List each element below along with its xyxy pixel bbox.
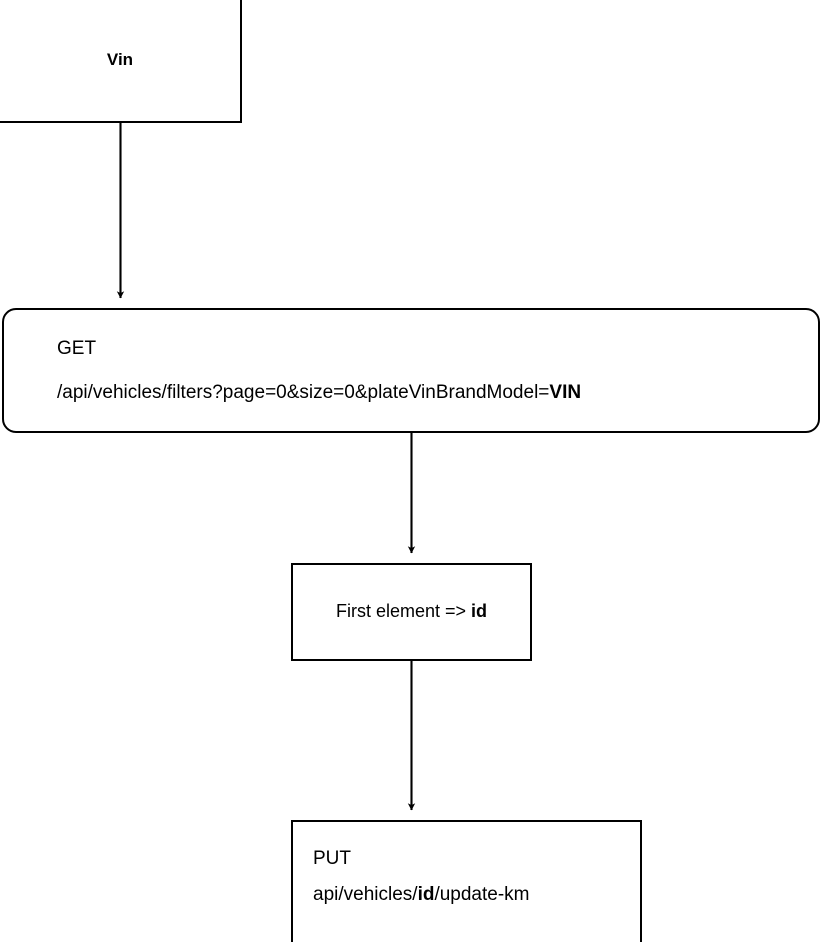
put-path-label: api/vehicles/id/update-km: [313, 884, 640, 906]
put-path-suffix: /update-km: [434, 883, 530, 905]
get-path-emphasis: VIN: [549, 381, 582, 403]
get-method-label: GET: [57, 337, 97, 359]
first-element-label: First element => id: [336, 600, 487, 623]
put-node-spacer: [313, 822, 640, 834]
get-path-label: /api/vehicles/filters?page=0&size=0&plat…: [57, 382, 818, 404]
put-path-prefix: api/vehicles/: [313, 883, 418, 905]
get-request-node[interactable]: GET /api/vehicles/filters?page=0&size=0&…: [2, 308, 820, 433]
vin-node[interactable]: Vin: [0, 0, 242, 123]
first-element-emphasis: id: [471, 601, 488, 622]
first-element-node[interactable]: First element => id: [291, 563, 532, 661]
get-path-prefix: /api/vehicles/filters?page=0&size=0&plat…: [57, 381, 550, 403]
put-path-emphasis: id: [417, 883, 435, 905]
vin-node-label: Vin: [106, 50, 134, 70]
put-method-label: PUT: [313, 848, 351, 869]
first-element-text: First element =>: [335, 601, 472, 622]
put-request-node[interactable]: PUT api/vehicles/id/update-km: [291, 820, 642, 942]
